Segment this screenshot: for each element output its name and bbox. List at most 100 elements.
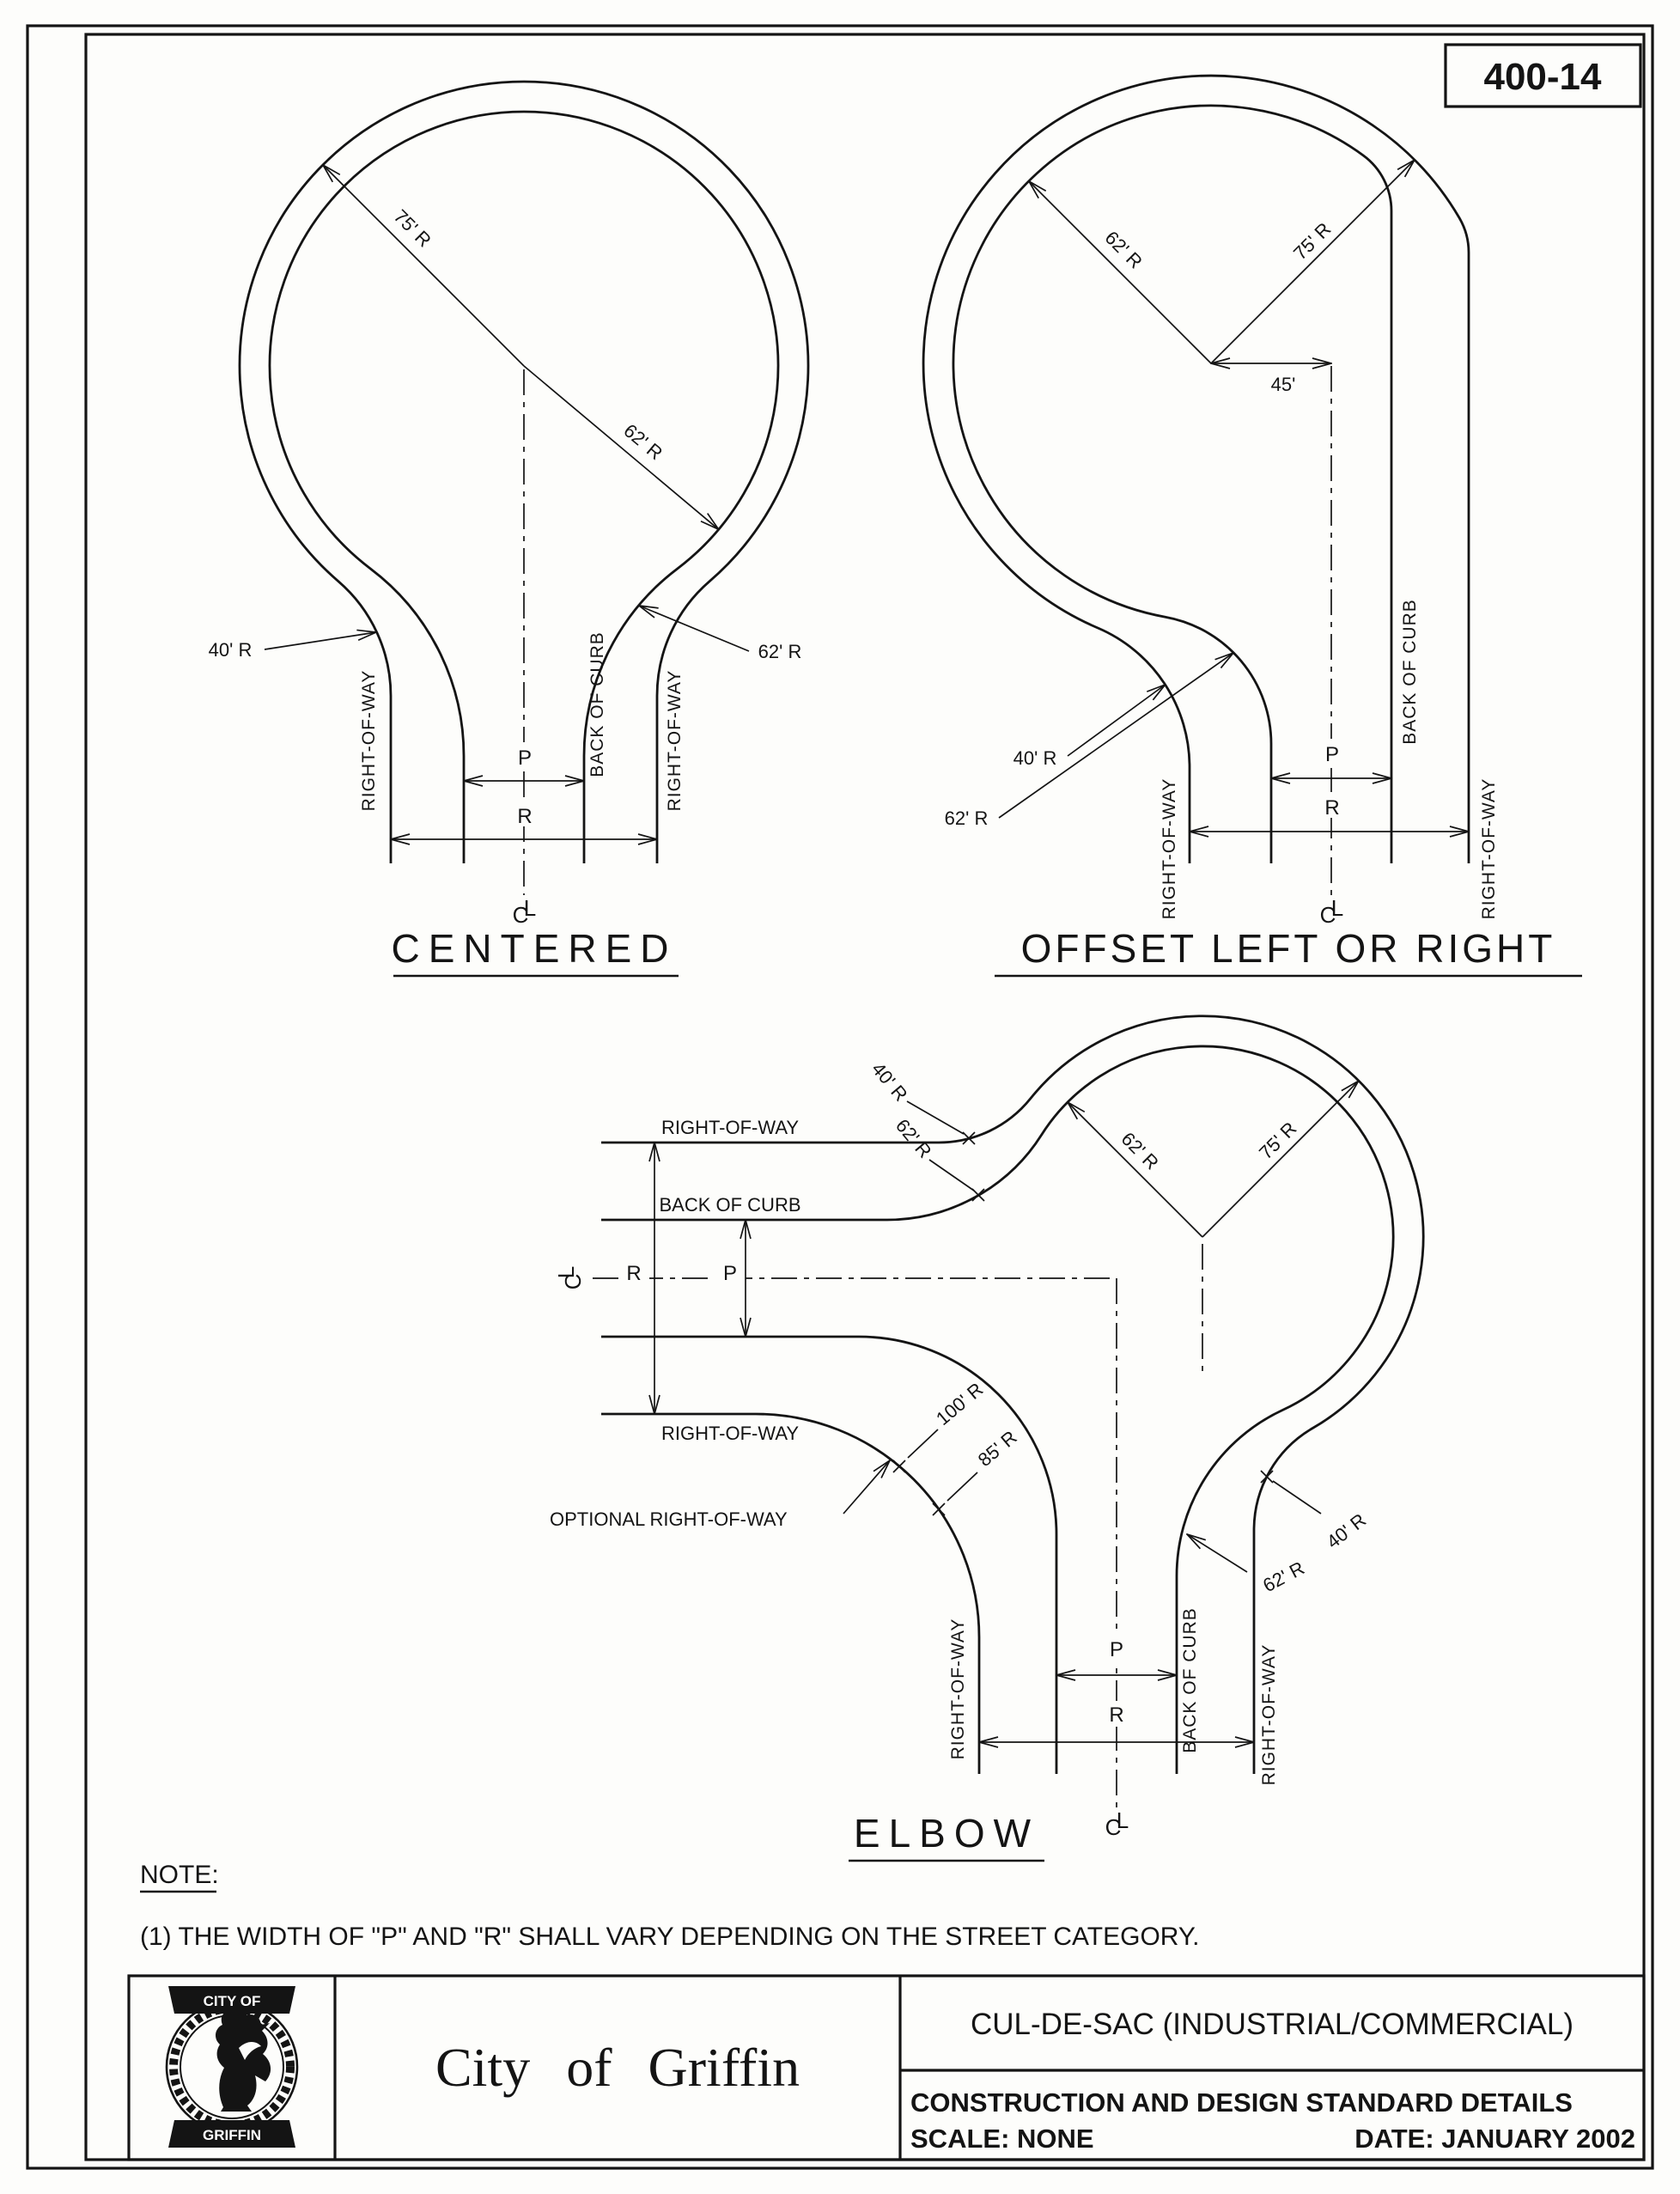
sheet-number: 400-14	[1483, 56, 1602, 98]
offset-row-left-label: RIGHT-OF-WAY	[1160, 778, 1179, 920]
elbow-left-centerline-symbol: C L	[553, 1266, 586, 1290]
offset-radius-62-leader	[1029, 181, 1212, 364]
elbow-optional-row-leader	[843, 1460, 890, 1514]
elbow-radius-62-leader	[1068, 1102, 1203, 1238]
offset-p-label: P	[1325, 743, 1339, 766]
elbow-radius-75-label: 75' R	[1255, 1118, 1301, 1164]
elbow-stem-back-of-curb-label: BACK OF CURB	[1180, 1607, 1200, 1753]
offset-radius-75-leader	[1210, 160, 1415, 364]
offset-diagram: 45' 62' R 75' R 40' R 62' R RIGHT-OF-WAY…	[922, 74, 1582, 978]
centered-title: CENTERED	[391, 926, 677, 971]
offset-right-of-way-outline	[922, 74, 1470, 863]
elbow-back-of-curb-top-label: BACK OF CURB	[659, 1194, 800, 1216]
centered-diagram: 75' R 62' R 40' R 62' R RIGHT-OF-WAY BAC…	[209, 80, 810, 978]
centered-radius-75-label: 75' R	[390, 205, 436, 252]
centered-r-label: R	[517, 805, 532, 828]
elbow-inner-row-corner	[601, 1412, 981, 1774]
elbow-r-horizontal-mask	[618, 1259, 649, 1285]
centered-radius-62-label: 62' R	[619, 419, 667, 464]
elbow-title: ELBOW	[854, 1811, 1039, 1856]
elbow-radius-100-leader	[907, 1429, 939, 1459]
elbow-centerline-symbol: C L	[1105, 1807, 1129, 1840]
elbow-right-radius-40-label: 40' R	[1323, 1509, 1370, 1553]
elbow-optional-row-label: OPTIONAL RIGHT-OF-WAY	[550, 1508, 788, 1530]
elbow-radius-85-label: 85' R	[974, 1426, 1021, 1471]
laurel-wreath	[169, 2004, 295, 2130]
elbow-radius-100-tick	[892, 1460, 906, 1473]
centered-back-of-curb-outline	[268, 110, 780, 863]
centered-right-of-way-outline	[238, 80, 810, 863]
elbow-back-of-curb-outline	[601, 1045, 1395, 1774]
note-text: (1) THE WIDTH OF "P" AND "R" SHALL VARY …	[140, 1923, 1199, 1951]
elbow-right-of-way-outline	[601, 1015, 1425, 1774]
offset-r-label: R	[1324, 796, 1339, 820]
elbow-radius-100-label: 100' R	[932, 1378, 987, 1429]
elbow-radius-62-label: 62' R	[1117, 1128, 1164, 1174]
offset-45-label: 45'	[1271, 374, 1296, 395]
offset-radius-40-label: 40' R	[1013, 747, 1057, 769]
svg-text:C: C	[560, 1274, 586, 1290]
seal-top-banner-text: CITY OF	[204, 1993, 261, 2009]
elbow-p-horizontal-label: P	[723, 1262, 737, 1285]
centered-radius-75-leader	[323, 165, 525, 367]
offset-title: OFFSET LEFT OR RIGHT	[1021, 926, 1556, 971]
elbow-r-horizontal-label: R	[626, 1262, 641, 1285]
drawing-title: CUL-DE-SAC (INDUSTRIAL/COMMERCIAL)	[971, 2008, 1573, 2041]
sheet-number-box: 400-14	[1444, 43, 1642, 108]
offset-row-right-label: RIGHT-OF-WAY	[1479, 778, 1499, 920]
elbow-row-bottom-label: RIGHT-OF-WAY	[661, 1423, 799, 1444]
svg-text:C: C	[1320, 902, 1336, 928]
elbow-top-radius-62-tick	[971, 1188, 985, 1202]
centered-radius-62-leader	[523, 365, 719, 529]
centered-row-right-label: RIGHT-OF-WAY	[665, 670, 685, 812]
elbow-r-vertical-mask	[1099, 1701, 1134, 1727]
svg-text:C: C	[1105, 1814, 1122, 1840]
seal-bottom-banner-text: GRIFFIN	[203, 2127, 261, 2143]
date-text: DATE: JANUARY 2002	[1354, 2124, 1635, 2154]
organization-name: City of Griffin	[435, 2037, 800, 2098]
offset-curb-radius-62-leader	[998, 653, 1233, 819]
offset-back-of-curb-outline	[952, 104, 1393, 863]
offset-p-label-mask	[1314, 739, 1348, 765]
svg-text:L: L	[524, 895, 536, 921]
griffin-emblem	[215, 2004, 271, 2112]
centered-radius-40-label: 40' R	[209, 639, 253, 661]
centered-curb-radius-62-label: 62' R	[758, 641, 802, 662]
seal-top-banner	[168, 1986, 295, 2014]
elbow-radius-75-leader	[1202, 1081, 1359, 1238]
scale-text: SCALE: NONE	[910, 2124, 1094, 2154]
offset-r-label-mask	[1314, 792, 1348, 818]
centered-p-label-mask	[507, 742, 541, 768]
offset-radius-62-label: 62' R	[1101, 227, 1147, 273]
elbow-right-radius-40-tick	[1260, 1470, 1274, 1484]
centered-centerline-symbol: C L	[513, 895, 537, 928]
elbow-row-top-label: RIGHT-OF-WAY	[661, 1117, 799, 1138]
centered-curb-radius-62-leader	[639, 606, 750, 652]
elbow-p-vertical-mask	[1099, 1636, 1134, 1661]
elbow-radius-85-leader	[947, 1472, 978, 1502]
elbow-p-vertical-label: P	[1110, 1638, 1123, 1661]
title-block: CITY OF GRIFFIN City of Griffin CUL-DE-S…	[127, 1974, 1646, 2161]
offset-radius-75-label: 75' R	[1289, 218, 1336, 265]
note-heading: NOTE:	[140, 1861, 219, 1889]
centered-r-label-mask	[507, 801, 541, 826]
svg-text:L: L	[1117, 1807, 1129, 1833]
seal-bottom-banner	[168, 2120, 295, 2148]
elbow-top-radius-62-leader	[928, 1159, 975, 1191]
offset-radius-40-leader	[1067, 685, 1166, 757]
elbow-stem-row-right-label: RIGHT-OF-WAY	[1259, 1644, 1279, 1786]
elbow-top-radius-40-leader	[906, 1100, 965, 1135]
svg-text:L: L	[553, 1266, 579, 1278]
svg-text:L: L	[1331, 895, 1343, 921]
elbow-top-radius-62-label: 62' R	[892, 1115, 936, 1162]
centered-radius-40-leader	[264, 632, 376, 650]
offset-curb-radius-62-label: 62' R	[945, 808, 989, 829]
city-seal: CITY OF GRIFFIN	[165, 1986, 299, 2148]
svg-text:C: C	[513, 902, 529, 928]
offset-back-of-curb-label: BACK OF CURB	[1400, 599, 1420, 745]
elbow-diagram: 62' R 75' R 40' R 62' R RIGHT-OF-WAY BAC…	[550, 1015, 1425, 1862]
elbow-stem-row-left-label: RIGHT-OF-WAY	[948, 1618, 968, 1760]
note-block: NOTE: (1) THE WIDTH OF "P" AND "R" SHALL…	[140, 1861, 1199, 1951]
elbow-right-radius-40-leader	[1272, 1480, 1322, 1514]
elbow-r-vertical-label: R	[1109, 1703, 1123, 1727]
